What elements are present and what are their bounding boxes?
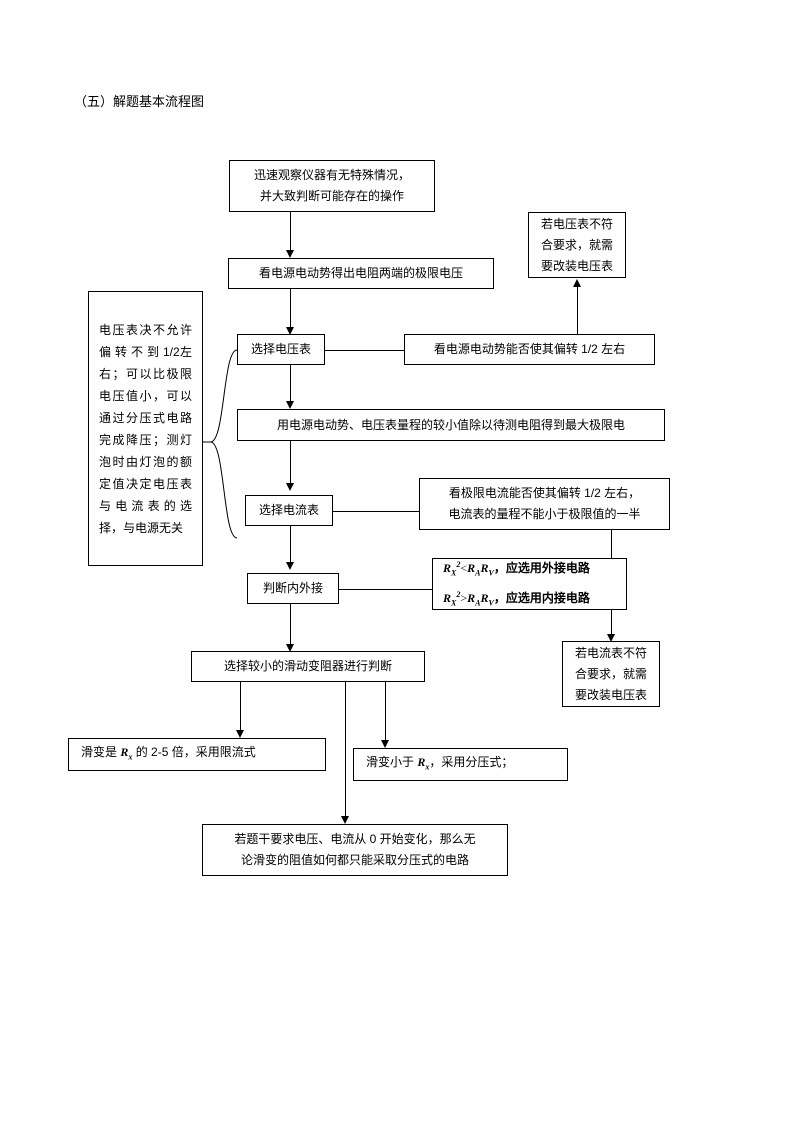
- edge-n10-n11-line: [339, 589, 432, 590]
- flow-node-internal-external-connection: 判断内外接: [247, 573, 339, 604]
- edge-n13-n14-arrow: [236, 730, 244, 738]
- edge-n13-n16-line: [345, 682, 346, 822]
- flow-node-replace-voltmeter-text: 若电压表不符 合要求，就需 要改装电压表: [540, 216, 613, 273]
- formula-internal-circuit: RX2>RARV，应选用内接电路: [443, 584, 590, 614]
- flow-node-zero-start-divider-text: 若题干要求电压、电流从 0 开始变化，那么无 论滑变的阻值如何都只能采取分压式的…: [234, 832, 476, 867]
- edge-n2-n3-line: [290, 289, 291, 333]
- flow-node-rheostat-series-mode: 滑变是 Rx 的 2-5 倍，采用限流式: [68, 738, 326, 771]
- edge-n13-n15-line: [385, 682, 386, 746]
- flow-node-replace-ammeter-text: 若电流表不符 合要求，就需 要改装电压表: [574, 645, 647, 702]
- flow-node-choose-rheostat-text: 选择较小的滑动变阻器进行判断: [223, 659, 392, 673]
- flow-node-internal-external-connection-text: 判断内外接: [262, 581, 323, 595]
- edge-n8-n10-line: [290, 526, 291, 568]
- flow-node-choose-ammeter-text: 选择电流表: [258, 503, 319, 517]
- formula-rx-2: RX2: [443, 590, 461, 608]
- formula-ra-2: RA: [467, 591, 481, 608]
- edge-n13-n14-line: [240, 682, 241, 736]
- flow-node-replace-voltmeter: 若电压表不符 合要求，就需 要改装电压表: [528, 212, 626, 278]
- edge-n4-n5-line: [577, 286, 578, 334]
- flow-node-compute-max-current-text: 用电源电动势、电压表量程的较小值除以待测电阻得到最大极限电: [276, 417, 625, 432]
- edge-n2-n3-arrow: [286, 327, 294, 335]
- edge-n3-n7-arrow: [286, 401, 294, 409]
- flow-node-choose-ammeter: 选择电流表: [245, 495, 333, 526]
- flow-node-choose-voltmeter-text: 选择电压表: [250, 342, 311, 356]
- edge-n1-n2-line: [290, 212, 291, 256]
- flow-node-emf-limit-voltage: 看电源电动势得出电阻两端的极限电压: [228, 258, 494, 289]
- formula-text-external: ，应选用外接电路: [493, 560, 590, 575]
- edge-n8-n10-arrow: [286, 562, 294, 570]
- flow-node-voltmeter-note-text: 电压表决不允许 偏 转 不 到 1/2左右；可以比极限电压值小，可以通过分压式电…: [99, 322, 192, 535]
- flow-node-rheostat-series-mode-text: 滑变是 Rx 的 2-5 倍，采用限流式: [81, 744, 256, 762]
- formula-external-circuit: RX2<RARV，应选用外接电路: [443, 554, 590, 584]
- edge-n8-n9-line: [333, 511, 419, 512]
- formula-text-internal: ，应选用内接电路: [493, 591, 590, 605]
- flow-node-choose-voltmeter: 选择电压表: [237, 334, 325, 365]
- edge-n3-n4-line: [325, 350, 404, 351]
- page-title: （五）解题基本流程图: [74, 94, 205, 109]
- flow-node-zero-start-divider: 若题干要求电压、电流从 0 开始变化，那么无 论滑变的阻值如何都只能采取分压式的…: [202, 824, 508, 876]
- flow-node-resistance-formula: RX2<RARV，应选用外接电路 RX2>RARV，应选用内接电路: [432, 558, 627, 610]
- edge-n13-n15-arrow: [381, 740, 389, 748]
- formula-rv-1: RV: [480, 560, 494, 577]
- edge-brace-note-to-meters: [203, 349, 238, 539]
- flow-node-check-voltmeter-deflection-text: 看电源电动势能否使其偏转 1/2 左右: [433, 342, 626, 356]
- flow-node-observe-instruments: 迅速观察仪器有无特殊情况， 并大致判断可能存在的操作: [229, 160, 435, 212]
- edge-n3-n7-line: [290, 365, 291, 407]
- flow-node-rheostat-divider-mode: 滑变小于 Rx，采用分压式；: [353, 748, 568, 781]
- edge-n10-n13-arrow: [286, 644, 294, 652]
- rx-symbol-1: Rx: [120, 744, 133, 762]
- flow-node-rheostat-divider-mode-text: 滑变小于 Rx，采用分压式；: [366, 754, 514, 772]
- flow-node-check-voltmeter-deflection: 看电源电动势能否使其偏转 1/2 左右: [404, 334, 655, 365]
- formula-ra-1: RA: [467, 560, 481, 577]
- flow-node-replace-ammeter: 若电流表不符 合要求，就需 要改装电压表: [562, 641, 660, 707]
- flow-node-voltmeter-note: 电压表决不允许 偏 转 不 到 1/2左右；可以比极限电压值小，可以通过分压式电…: [88, 291, 203, 566]
- edge-n1-n2-arrow: [286, 250, 294, 258]
- flow-node-choose-rheostat: 选择较小的滑动变阻器进行判断: [191, 651, 425, 682]
- flow-node-observe-instruments-text: 迅速观察仪器有无特殊情况， 并大致判断可能存在的操作: [253, 168, 410, 203]
- rx-symbol-2: Rx: [417, 754, 430, 772]
- edge-n7-n8-line: [290, 441, 291, 489]
- edge-n13-n16-arrow: [341, 816, 349, 824]
- edge-n7-n8-arrow: [286, 483, 294, 491]
- formula-op-lt: <: [460, 560, 468, 575]
- flow-node-emf-limit-voltage-text: 看电源电动势得出电阻两端的极限电压: [258, 266, 463, 280]
- edge-n9-n12-arrow: [607, 634, 615, 642]
- flow-node-compute-max-current: 用电源电动势、电压表量程的较小值除以待测电阻得到最大极限电: [237, 409, 665, 441]
- edge-n10-n13-line: [290, 604, 291, 650]
- flow-node-check-ammeter-range-text: 看极限电流能否使其偏转 1/2 左右， 电流表的量程不能小于极限值的一半: [448, 486, 641, 521]
- formula-op-gt: >: [460, 591, 468, 605]
- edge-n4-n5-arrow: [573, 279, 581, 287]
- flow-node-check-ammeter-range: 看极限电流能否使其偏转 1/2 左右， 电流表的量程不能小于极限值的一半: [419, 478, 670, 530]
- formula-rv-2: RV: [480, 591, 494, 608]
- formula-rx-1: RX2: [443, 559, 461, 577]
